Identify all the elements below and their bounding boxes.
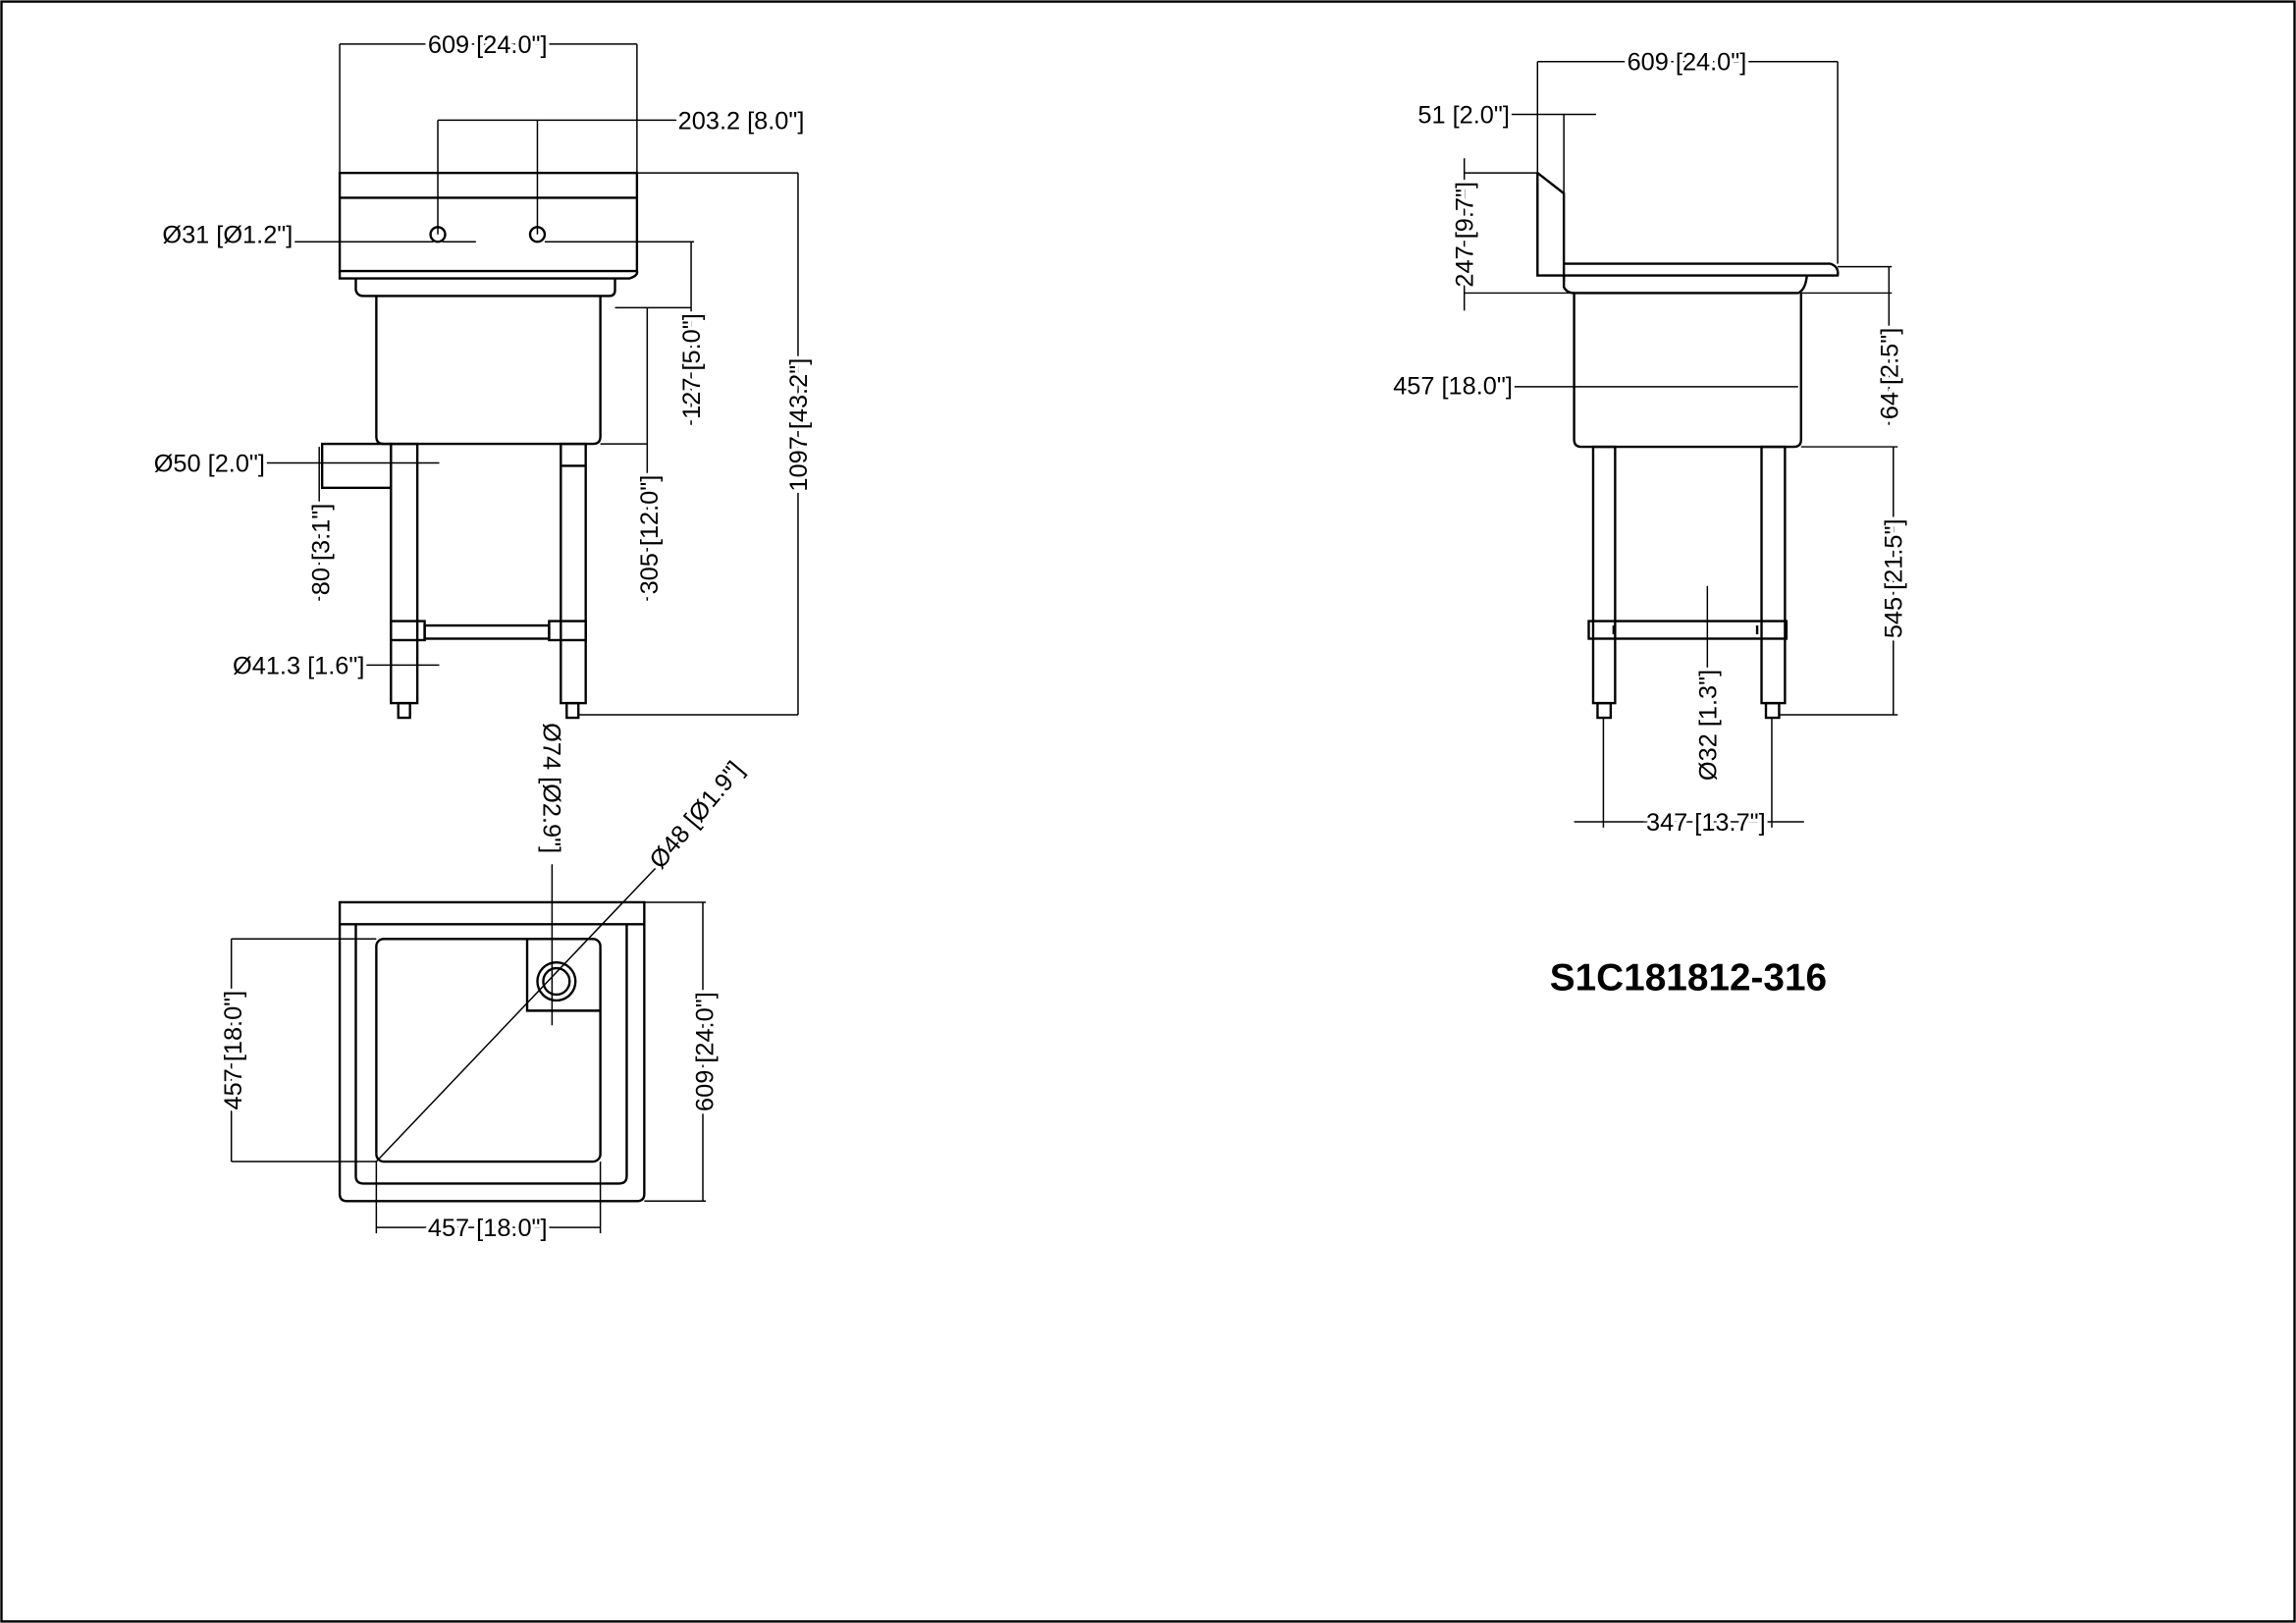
bowl-depth-label: 305 [12.0"] (636, 475, 664, 595)
side-width-label: 609 [24.0"] (1628, 49, 1747, 77)
side-view: 609 [24.0"] 51 [2.0"] 247 [9.7"] 457 [18… (1389, 45, 1911, 840)
backsplash-height-label: 247 [9.7"] (1452, 182, 1479, 288)
faucet-hole-diameter-label: Ø31 [Ø1.2"] (162, 222, 293, 249)
rim-height-label: 64 [2.5"] (1876, 328, 1903, 420)
plan-view: Ø48 [Ø1.9"] 457 [18.0"] 609 [24.0"] 457 … (216, 753, 753, 1246)
hole-to-bowl-label: 127 [5.0"] (678, 313, 706, 419)
front-view: 609 [24.0"] 203.2 [8.0"] Ø31 [Ø1.2"] 127… (150, 27, 817, 1026)
crossbar-diameter-label: Ø32 [1.3"] (1694, 670, 1722, 781)
backsplash-thickness-label: 51 [2.0"] (1417, 101, 1510, 129)
side-bowl-depth-label: 457 [18.0"] (1393, 372, 1513, 400)
overall-height-label: 1097 [43.2"] (785, 358, 813, 492)
front-view-dimensions: 609 [24.0"] 203.2 [8.0"] Ø31 [Ø1.2"] 127… (150, 27, 817, 1026)
front-width-label: 609 [24.0"] (428, 31, 548, 59)
front-view-sink-body (338, 171, 639, 446)
drain-icon (536, 960, 577, 1002)
leg-height-label: 545 [21.5"] (1881, 518, 1908, 638)
side-view-sink-body (1536, 172, 1840, 449)
side-view-legs (1587, 445, 1789, 720)
plan-bowl-width-label: 457 [18.0"] (428, 1215, 548, 1242)
foot-diameter-label: Ø74 [Ø2.9"] (537, 723, 564, 853)
plan-bowl-depth-label: 457 [18.0"] (220, 991, 247, 1110)
side-view-dimensions: 609 [24.0"] 51 [2.0"] 247 [9.7"] 457 [18… (1389, 45, 1911, 840)
plan-overall-depth-label: 609 [24.0"] (691, 992, 719, 1111)
leg-diameter-label: Ø41.3 [1.6"] (233, 652, 364, 679)
model-number: S1C181812-316 (1550, 956, 1827, 999)
drain-pipe-offset-label: 80 [3.1"] (308, 504, 336, 596)
front-view-legs (320, 442, 587, 720)
faucet-spacing-label: 203.2 [8.0"] (678, 107, 805, 135)
drain-pipe-diameter-label: Ø50 [2.0"] (154, 450, 265, 477)
leg-spacing-label: 347 [13.7"] (1646, 809, 1766, 837)
drain-diameter-label: Ø48 [Ø1.9"] (644, 756, 749, 874)
